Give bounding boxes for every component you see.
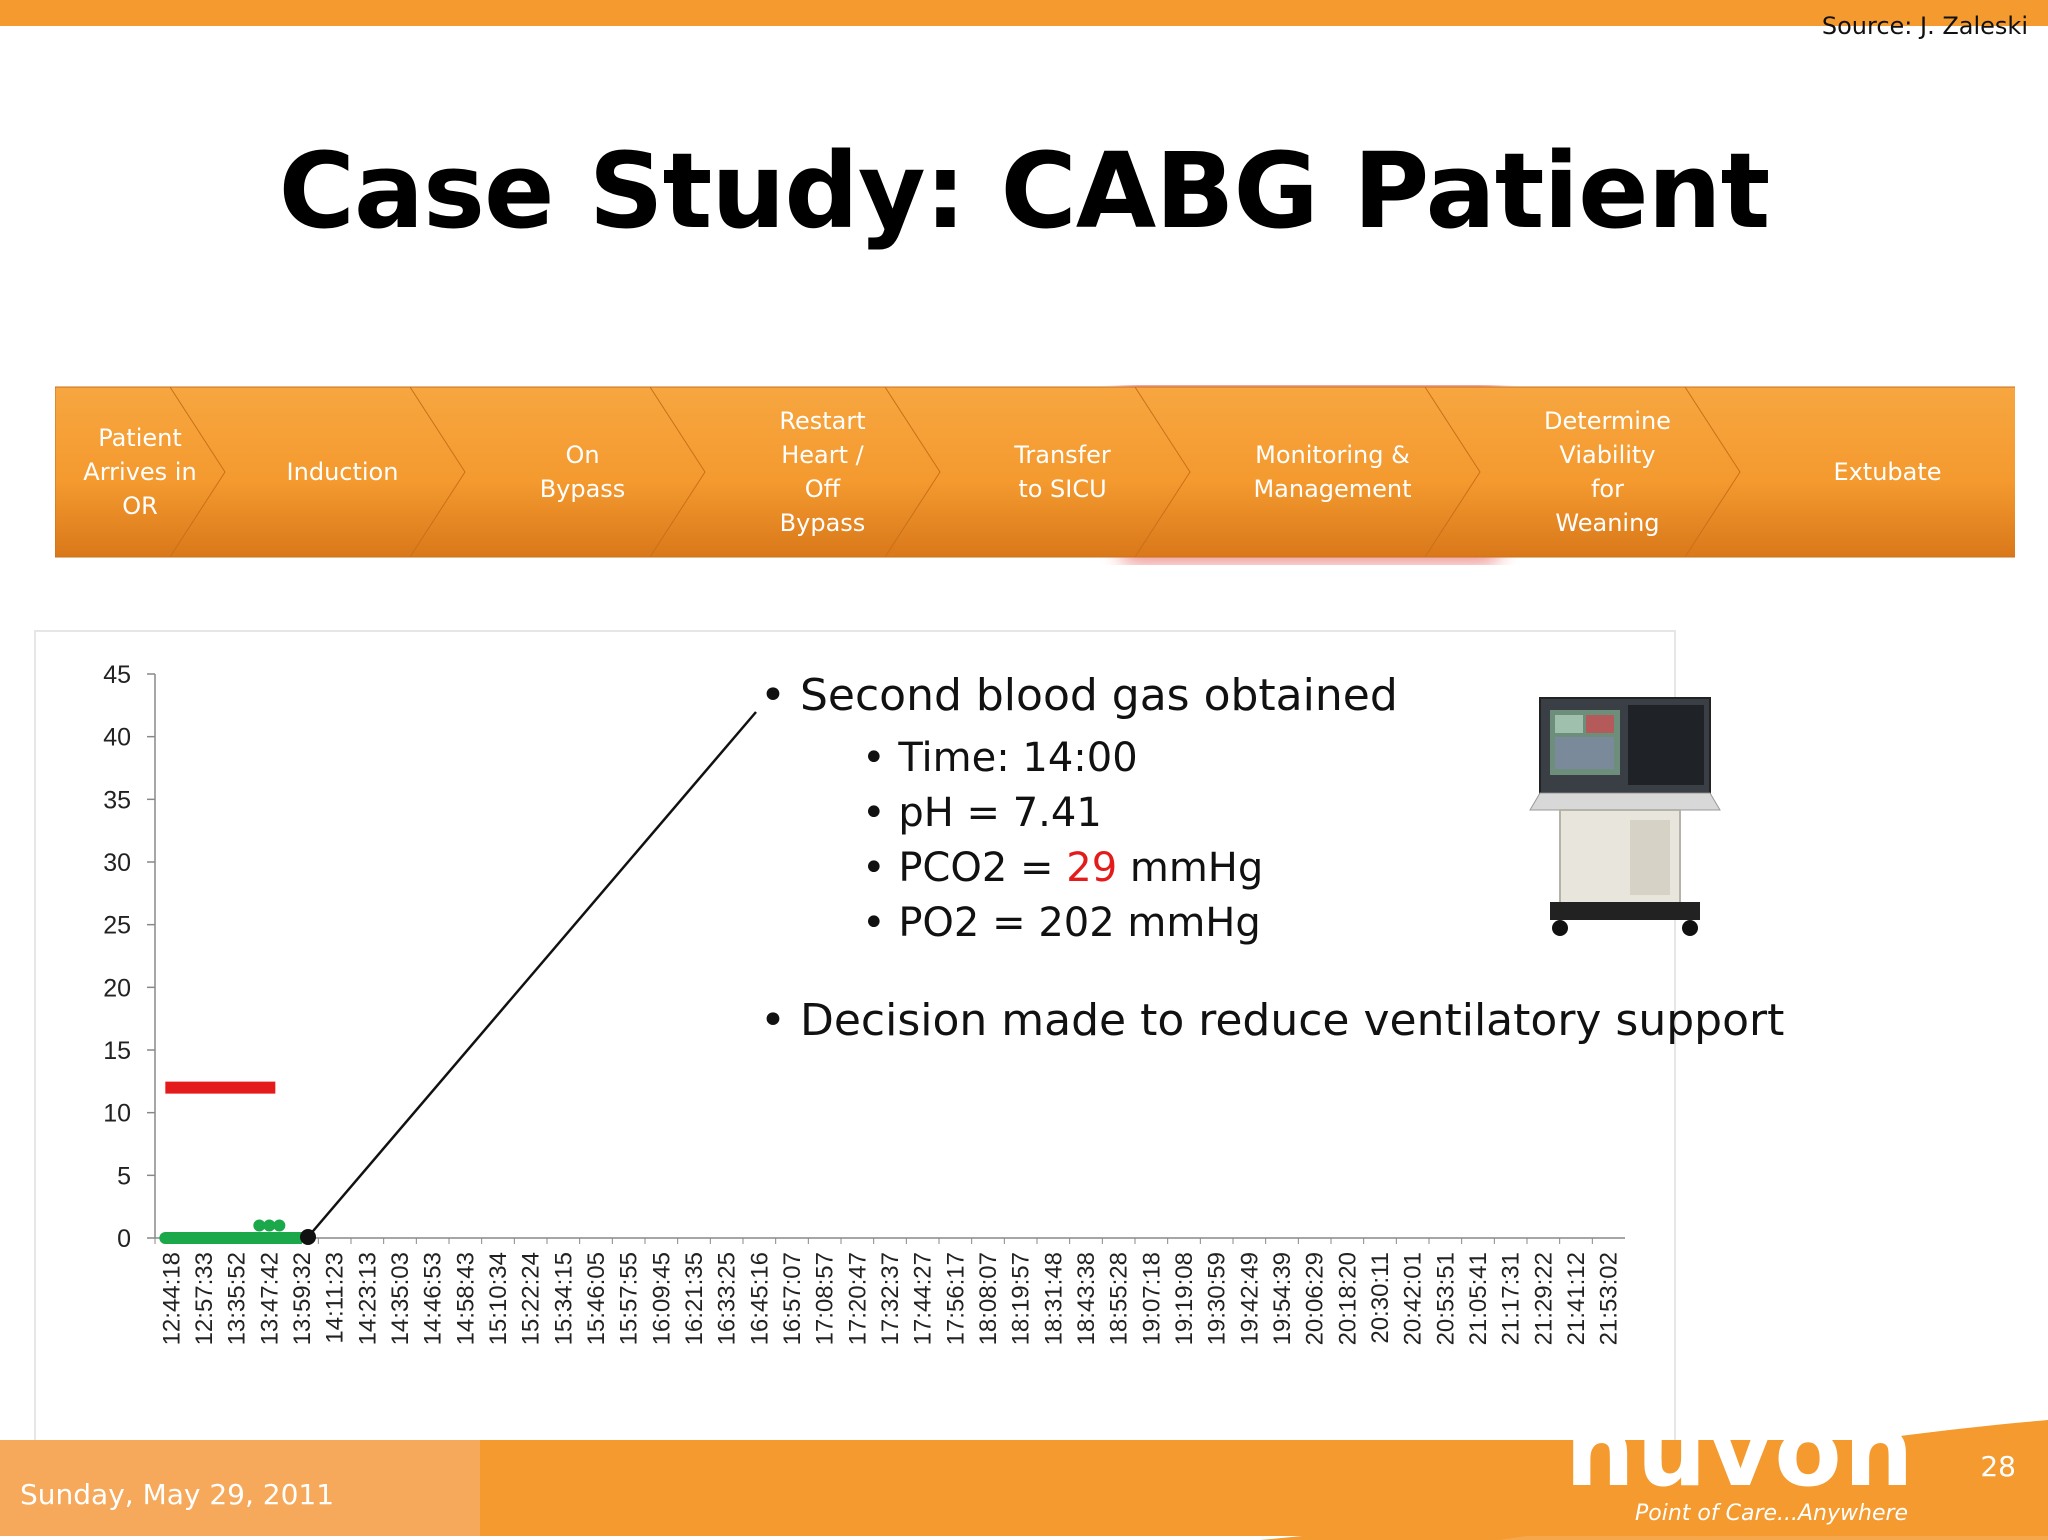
chart-frame [34, 630, 1676, 1452]
bullet-ph-text: pH = 7.41 [898, 790, 1102, 836]
x-tick-label: 19:19:08 [1171, 1252, 1198, 1345]
x-tick-label: 17:56:17 [942, 1252, 969, 1345]
x-tick-label: 15:22:24 [518, 1252, 545, 1345]
process-step-label: Transfer to SICU [1014, 441, 1111, 503]
x-tick-label: 16:57:07 [779, 1252, 806, 1345]
bullet-main-1: • Second blood gas obtained [760, 670, 1398, 721]
x-tick-label: 21:17:31 [1498, 1252, 1525, 1345]
x-tick-label: 17:44:27 [910, 1252, 937, 1345]
pco2-value: 29 [1066, 845, 1118, 891]
ventilator-machine-image [1529, 697, 1721, 936]
x-tick-label: 20:42:01 [1400, 1252, 1427, 1345]
x-tick-label: 20:53:51 [1432, 1252, 1459, 1345]
series-green-point [273, 1219, 286, 1232]
y-tick-label: 25 [103, 912, 131, 940]
y-tick-label: 5 [117, 1162, 131, 1190]
slide-date: Sunday, May 29, 2011 [20, 1478, 335, 1511]
x-tick-label: 18:43:38 [1073, 1252, 1100, 1345]
y-tick-label: 45 [103, 661, 131, 689]
bullet-main-2: • Decision made to reduce ventilatory su… [760, 995, 1785, 1046]
x-tick-label: 13:59:32 [289, 1252, 316, 1345]
process-step-label: Patient Arrives in OR [83, 424, 197, 520]
y-tick-label: 20 [103, 974, 131, 1002]
x-tick-label: 16:09:45 [648, 1252, 675, 1345]
y-tick-label: 30 [103, 849, 131, 877]
x-tick-label: 17:08:57 [812, 1252, 839, 1345]
x-tick-label: 15:46:05 [583, 1252, 610, 1345]
y-tick-label: 35 [103, 786, 131, 814]
y-tick-label: 10 [103, 1100, 131, 1128]
logo-dots-icon [1747, 1359, 1763, 1411]
x-tick-label: 20:18:20 [1334, 1252, 1361, 1345]
footer-date-panel [0, 1440, 480, 1536]
x-tick-label: 14:23:13 [354, 1252, 381, 1345]
x-tick-label: 21:41:12 [1563, 1252, 1590, 1345]
x-tick-label: 12:57:33 [191, 1252, 218, 1345]
bullet-po2-text: PO2 = 202 mmHg [898, 900, 1261, 946]
x-tick-label: 18:55:28 [1106, 1252, 1133, 1345]
x-tick-label: 13:47:42 [256, 1252, 283, 1345]
bullet-time: • Time: 14:00 [862, 735, 1138, 781]
x-tick-label: 14:35:03 [387, 1252, 414, 1345]
x-tick-label: 21:53:02 [1596, 1252, 1623, 1345]
process-arrows [55, 385, 2015, 565]
slide-title: Case Study: CABG Patient [278, 130, 1771, 252]
x-tick-label: 19:30:59 [1204, 1252, 1231, 1345]
series-green-point [159, 1232, 172, 1244]
x-tick-label: 14:46:53 [420, 1252, 447, 1345]
pco2-suffix: mmHg [1117, 845, 1264, 891]
y-tick-label: 15 [103, 1037, 131, 1065]
x-tick-label: 13:35:52 [224, 1252, 251, 1345]
process-flow: Patient Arrives in OR Induction On Bypass R… [55, 385, 2015, 565]
x-tick-label: 15:57:55 [616, 1252, 643, 1345]
x-tick-label: 17:32:37 [877, 1252, 904, 1345]
nuvon-logo: nuvon Point of Care...Anywhere [1565, 1359, 1925, 1535]
process-step-label: Induction [286, 458, 399, 486]
x-tick-label: 19:54:39 [1269, 1252, 1296, 1345]
x-tick-label: 16:33:25 [714, 1252, 741, 1345]
y-tick-label: 0 [117, 1225, 131, 1253]
bullet-main-2-text: Decision made to reduce ventilatory supp… [799, 995, 1785, 1046]
series-green-point [253, 1219, 266, 1232]
process-step-label: Extubate [1833, 458, 1942, 486]
process-step-label: On Bypass [539, 441, 626, 503]
bullet-ph: • pH = 7.41 [862, 790, 1102, 836]
top-accent-bar [0, 0, 2048, 26]
bullet-main-1-text: Second blood gas obtained [799, 670, 1398, 721]
callout-line [307, 711, 757, 1238]
y-tick-label: 40 [103, 724, 131, 752]
x-tick-label: 18:19:57 [1008, 1252, 1035, 1345]
process-step-label: Monitoring & Management [1253, 441, 1412, 503]
bullet-pco2: • PCO2 = 29 mmHg [862, 845, 1264, 891]
pco2-prefix: PCO2 = [898, 845, 1067, 891]
source-credit: Source: J. Zaleski [1821, 12, 2028, 40]
page-number: 28 [1980, 1450, 2016, 1483]
x-tick-label: 21:05:41 [1465, 1252, 1492, 1345]
x-tick-label: 19:07:18 [1138, 1252, 1165, 1345]
x-tick-label: 14:58:43 [452, 1252, 479, 1345]
x-tick-label: 20:06:29 [1302, 1252, 1329, 1345]
x-tick-label: 19:42:49 [1236, 1252, 1263, 1345]
bullet-time-text: Time: 14:00 [898, 735, 1138, 781]
x-tick-label: 21:29:22 [1530, 1252, 1557, 1345]
x-tick-label: 15:10:34 [485, 1252, 512, 1345]
series-green-point [263, 1219, 276, 1232]
x-tick-label: 18:08:07 [975, 1252, 1002, 1345]
process-step-label: Restart Heart / Off Bypass [779, 407, 866, 537]
logo-tagline: Point of Care...Anywhere [1635, 1501, 1909, 1526]
x-tick-label: 14:11:23 [322, 1252, 349, 1344]
x-tick-label: 12:44:18 [158, 1252, 185, 1345]
process-step-label: Determine Viability for Weaning [1544, 407, 1671, 537]
x-tick-label: 16:45:16 [746, 1252, 773, 1345]
x-tick-label: 20:30:11 [1367, 1252, 1394, 1344]
x-tick-label: 18:31:48 [1040, 1252, 1067, 1345]
process-step-arrow [1684, 386, 2015, 558]
x-tick-label: 15:34:15 [550, 1252, 577, 1345]
logo-wordmark: nuvon [1565, 1395, 1916, 1509]
x-tick-label: 17:20:47 [844, 1252, 871, 1345]
bullet-po2: • PO2 = 202 mmHg [862, 900, 1261, 946]
x-tick-label: 16:21:35 [681, 1252, 708, 1345]
series-black-point [300, 1229, 316, 1245]
